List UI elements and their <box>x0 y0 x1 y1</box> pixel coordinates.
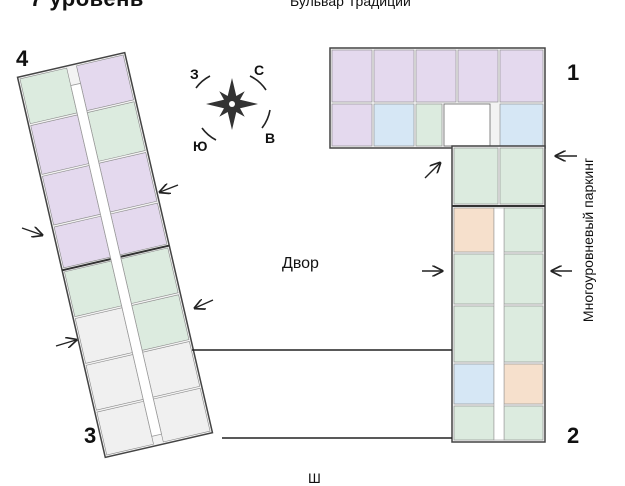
building-sections-3-4 <box>16 51 214 459</box>
section-number-2[interactable]: 2 <box>567 423 580 448</box>
entrance-arrows <box>21 156 577 346</box>
section-number-3[interactable]: 3 <box>84 423 97 448</box>
compass-west-label: З <box>190 66 199 82</box>
level-title: 7 уровень <box>30 0 144 12</box>
entrance-arrow-icon <box>55 340 76 346</box>
compass-rose-icon <box>195 75 271 141</box>
building-section-1 <box>329 47 546 149</box>
entrance-arrow-icon <box>160 185 179 192</box>
compass-east-label: В <box>265 130 276 146</box>
compass-north-label: С <box>254 62 265 78</box>
section-number-1[interactable]: 1 <box>567 60 580 85</box>
entrance-arrow-icon <box>21 228 42 235</box>
entrance-arrow-icon <box>195 300 214 308</box>
entrance-arrow-icon <box>424 163 440 179</box>
compass-south-label: Ю <box>193 138 208 154</box>
street-name-top: Бульвар Традиций <box>290 0 411 9</box>
building-section-2 <box>451 145 546 443</box>
section-number-4[interactable]: 4 <box>16 46 29 71</box>
courtyard-label: Двор <box>282 255 319 272</box>
